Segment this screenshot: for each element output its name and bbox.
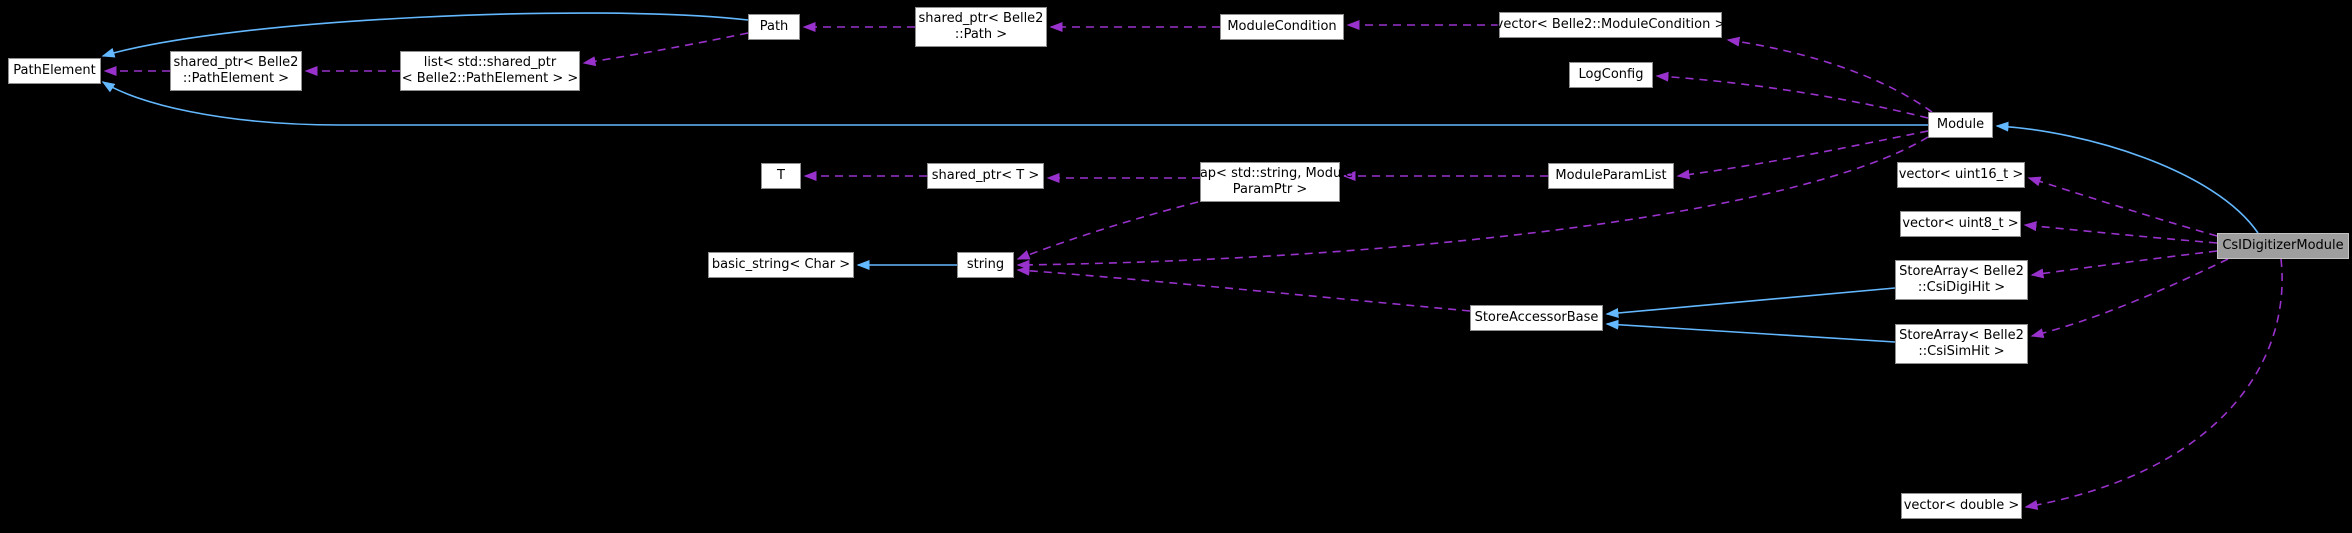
edge-inherit-path-to-pathelement	[101, 12, 749, 58]
class-node-csidigitizermodule: CsIDigitizerModule	[2217, 233, 2349, 259]
edge-use-module-to-vector-modulecondition	[1726, 36, 1933, 113]
class-node-pathelement[interactable]: PathElement	[8, 58, 101, 84]
edge-use-module-to-string	[1016, 136, 1929, 270]
edge-use-csidigitizermodule-to-vector-uint16-t	[2027, 176, 2218, 237]
class-node-label: Path	[759, 19, 789, 34]
class-node-label: StoreArray< Belle2	[1899, 264, 2024, 279]
class-node-label: LogConfig	[1578, 67, 1644, 82]
edge-use-csidigitizermodule-to-storearray-csisimhit	[2030, 258, 2229, 339]
class-node-label: shared_ptr< Belle2	[173, 55, 299, 70]
edge-use-storeaccessorbase-to-string	[1016, 265, 1471, 312]
class-node-label: T	[777, 168, 785, 183]
class-node-shared-ptr-pathelement[interactable]: shared_ptr< Belle2::PathElement >	[170, 51, 302, 91]
edge-use-module-to-moduleparamlist	[1676, 130, 1929, 180]
class-node-label: vector< double >	[1903, 498, 2020, 513]
class-node-label: string	[966, 257, 1005, 272]
edge-inherit-storearray-csidigihit-to-storeaccessorbase	[1605, 287, 1896, 318]
class-node-label: StoreAccessorBase	[1474, 310, 1599, 325]
class-node-logconfig[interactable]: LogConfig	[1569, 62, 1653, 88]
class-node-label: basic_string< Char >	[711, 257, 851, 272]
class-node-label: ::PathElement >	[182, 71, 290, 86]
class-node-shared-ptr-t[interactable]: shared_ptr< T >	[927, 163, 1044, 189]
class-node-label: PathElement	[13, 63, 96, 78]
class-node-modulecondition[interactable]: ModuleCondition	[1220, 14, 1344, 40]
class-node-storearray-csisimhit[interactable]: StoreArray< Belle2::CsiSimHit >	[1895, 324, 2028, 364]
edge-use-path-to-list-shared-ptr-pathelement	[582, 32, 749, 67]
class-node-label: < Belle2::PathElement > >	[401, 71, 579, 86]
edge-use-csidigitizermodule-to-vector-double	[2024, 258, 2283, 510]
class-node-storearray-csidigihit[interactable]: StoreArray< Belle2::CsiDigiHit >	[1895, 260, 2028, 300]
class-node-path[interactable]: Path	[748, 14, 800, 40]
class-node-label: vector< Belle2::ModuleCondition >	[1495, 17, 1726, 32]
class-node-label: ParamPtr >	[1232, 182, 1308, 197]
class-node-label: ::CsiDigiHit >	[1917, 280, 2006, 295]
class-node-shared-ptr-path[interactable]: shared_ptr< Belle2::Path >	[915, 7, 1047, 47]
class-node-label: shared_ptr< T >	[931, 168, 1040, 183]
class-node-label: vector< uint16_t >	[1898, 167, 2024, 182]
class-node-label: map< std::string, Module	[1187, 166, 1353, 181]
class-node-label: StoreArray< Belle2	[1899, 328, 2024, 343]
class-node-storeaccessorbase[interactable]: StoreAccessorBase	[1470, 305, 1603, 331]
class-node-string[interactable]: string	[957, 252, 1014, 278]
class-node-label: ModuleCondition	[1227, 19, 1337, 34]
class-node-vector-double[interactable]: vector< double >	[1901, 493, 2022, 519]
class-node-label: shared_ptr< Belle2	[918, 11, 1044, 26]
class-node-vector-uint16-t[interactable]: vector< uint16_t >	[1897, 162, 2025, 188]
edge-inherit-storearray-csisimhit-to-storeaccessorbase	[1605, 319, 1896, 343]
class-node-module[interactable]: Module	[1928, 112, 1993, 138]
class-node-label: ::CsiSimHit >	[1918, 344, 2005, 359]
edge-use-module-to-logconfig	[1655, 71, 1929, 119]
class-node-moduleparamlist[interactable]: ModuleParamList	[1548, 163, 1674, 189]
class-node-t[interactable]: T	[761, 163, 801, 189]
class-node-label: vector< uint8_t >	[1902, 216, 2019, 231]
edge-use-map-string-moduleparamptr-to-string	[1016, 201, 1199, 260]
class-node-basic-string-char[interactable]: basic_string< Char >	[708, 252, 854, 278]
edge-use-csidigitizermodule-to-vector-uint8-t	[2023, 221, 2218, 244]
edge-inherit-module-to-pathelement	[101, 81, 1928, 126]
class-node-label: CsIDigitizerModule	[2222, 238, 2344, 253]
class-node-label: Module	[1936, 117, 1985, 132]
class-node-label: ModuleParamList	[1555, 168, 1667, 183]
class-node-vector-uint8-t[interactable]: vector< uint8_t >	[1900, 211, 2021, 237]
class-node-label: list< std::shared_ptr	[423, 55, 557, 70]
edge-inherit-csidigitizermodule-to-module	[1995, 121, 2259, 234]
edge-use-csidigitizermodule-to-storearray-csidigihit	[2030, 250, 2218, 279]
class-node-label: ::Path >	[954, 27, 1008, 42]
class-node-vector-modulecondition[interactable]: vector< Belle2::ModuleCondition >	[1496, 12, 1725, 38]
class-node-list-shared-ptr-pathelement[interactable]: list< std::shared_ptr< Belle2::PathEleme…	[400, 51, 580, 91]
